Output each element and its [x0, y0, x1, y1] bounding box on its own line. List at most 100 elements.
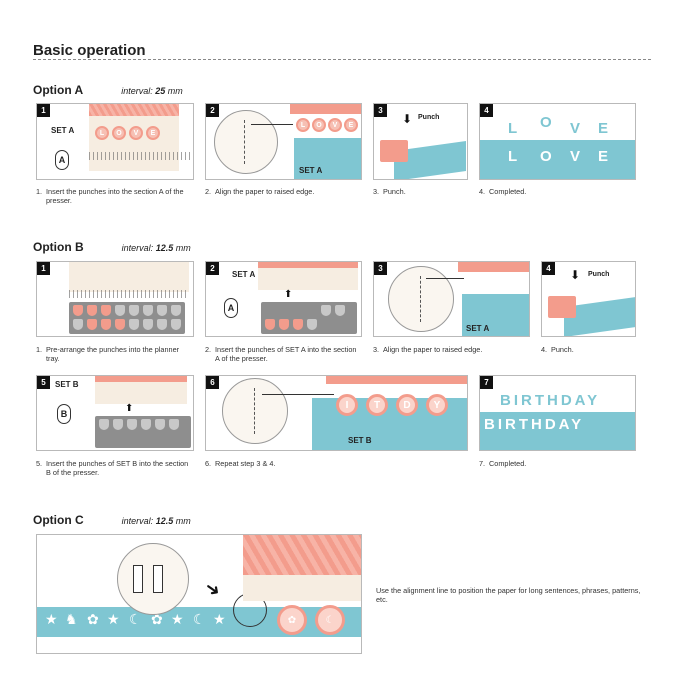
option-a-step-3-caption: 3.Punch.	[373, 187, 406, 196]
arrow	[262, 394, 334, 395]
option-c-heading: Option C interval: 12.5 mm	[33, 513, 191, 527]
option-a-heading: Option A interval: 25 mm	[33, 83, 183, 97]
hand-icon: A	[55, 150, 69, 170]
cat-cutout-icon: ♞	[65, 611, 78, 627]
hand-icon: A	[224, 298, 238, 318]
planner-tray	[69, 302, 185, 334]
set-label: SET A	[466, 324, 490, 333]
result-letter: L	[508, 148, 519, 165]
alignment-rect	[133, 565, 143, 593]
result-letter: E	[598, 120, 610, 137]
star-cutout-icon: ★	[171, 611, 184, 627]
title-divider	[33, 59, 651, 60]
paper-sheet	[294, 138, 361, 179]
punch-head: T	[366, 394, 388, 416]
hand-icon: B	[57, 404, 71, 424]
step-number: 7	[480, 376, 493, 389]
presser-top	[95, 376, 187, 382]
result-letter: V	[570, 120, 582, 137]
arrow	[251, 124, 293, 125]
step-number: 3	[374, 104, 387, 117]
option-b-step-6-caption: 6.Repeat step 3 & 4.	[205, 459, 276, 468]
option-b-step-1-illustration: 1	[36, 261, 194, 337]
presser-body	[258, 268, 358, 290]
moon-cutout-icon: ☾	[129, 611, 142, 627]
punch-head: I	[336, 394, 358, 416]
step-number: 2	[206, 104, 219, 117]
planner-tray	[95, 416, 191, 448]
option-c-illustration: ★ ♞ ✿ ★ ☾ ✿ ★ ☾ ★ ➜ ✿ ☾	[36, 534, 362, 654]
punch-head: D	[396, 394, 418, 416]
option-b-step-3-illustration: 3 SET A	[373, 261, 530, 337]
option-b-step-4-caption: 4.Punch.	[541, 345, 574, 354]
set-label: SET A	[51, 126, 75, 135]
option-b-step-5-caption: 5.Insert the punches of SET B into the s…	[36, 459, 189, 477]
planner-tray	[261, 302, 357, 334]
punch-head: L	[95, 126, 109, 140]
alignment-line	[254, 388, 255, 434]
presser-top	[258, 262, 358, 268]
moon-punch-icon: ☾	[315, 605, 345, 635]
alignment-rect	[153, 565, 163, 593]
page-title: Basic operation	[33, 42, 146, 59]
magnifier-circle	[214, 110, 278, 174]
set-label: SET B	[55, 380, 79, 389]
magnifier-circle	[222, 378, 288, 444]
option-c-interval: interval: 12.5 mm	[121, 516, 191, 526]
moon-cutout-icon: ☾	[193, 611, 206, 627]
option-b-step-1-caption: 1.Pre-arrange the punches into the plann…	[36, 345, 180, 363]
star-cutout-icon: ★	[45, 611, 58, 627]
result-letter: L	[508, 120, 519, 137]
down-arrow-icon: ⬇	[570, 268, 581, 282]
option-c-name: Option C	[33, 513, 84, 527]
option-b-step-2-illustration: 2 SET A A ⬆	[205, 261, 362, 337]
option-b-step-3-caption: 3.Align the paper to raised edge.	[373, 345, 483, 354]
alignment-line	[244, 120, 245, 164]
presser-top	[458, 262, 529, 272]
option-b-step-4-illustration: 4 Punch ⬇	[541, 261, 636, 337]
presser-body	[95, 382, 187, 404]
option-b-name: Option B	[33, 240, 84, 254]
result-word: BIRTHDAY	[500, 392, 601, 409]
option-a-step-2-caption: 2.Align the paper to raised edge.	[205, 187, 315, 196]
result-word: BIRTHDAY	[484, 416, 585, 433]
star-cutout-icon: ★	[107, 611, 120, 627]
option-b-step-6-illustration: 6 I T D Y SET B	[205, 375, 468, 451]
option-c-note: Use the alignment line to position the p…	[376, 586, 641, 604]
presser-top	[290, 104, 361, 114]
option-a-step-3-illustration: 3 Punch ⬇	[373, 103, 468, 180]
punch-head: E	[344, 118, 358, 132]
punch-head: Y	[426, 394, 448, 416]
punch-head: L	[296, 118, 310, 132]
alignment-line	[420, 276, 421, 322]
bow-cutout-icon: ✿	[151, 611, 163, 627]
punch-head: V	[129, 126, 143, 140]
paper-strip	[37, 607, 361, 637]
up-arrow-icon: ⬆	[125, 403, 134, 414]
result-letter: O	[540, 114, 553, 131]
punch-head: E	[146, 126, 160, 140]
result-letter: E	[598, 148, 610, 165]
option-b-step-5-illustration: 5 SET B B ⬆	[36, 375, 194, 451]
step-number: 2	[206, 262, 219, 275]
bow-cutout-icon: ✿	[87, 611, 99, 627]
paper-sheet	[480, 140, 635, 179]
presser-top	[326, 376, 467, 384]
option-b-interval: interval: 12.5 mm	[121, 243, 191, 253]
punch-label: Punch	[418, 114, 440, 121]
ruler	[69, 290, 189, 298]
option-b-step-7-caption: 7.Completed.	[479, 459, 527, 468]
step-number: 1	[37, 104, 50, 117]
set-label: SET A	[232, 270, 256, 279]
punch-head: O	[112, 126, 126, 140]
set-label: SET B	[348, 436, 372, 445]
option-a-step-1-illustration: 1 L O V E SET A A	[36, 103, 194, 180]
step-number: 3	[374, 262, 387, 275]
bow-punch-icon: ✿	[277, 605, 307, 635]
step-number: 1	[37, 262, 50, 275]
presser-device	[380, 140, 408, 162]
option-a-step-4-illustration: 4 L O V E L O V E	[479, 103, 636, 180]
down-arrow-icon: ⬇	[402, 112, 413, 126]
step-number: 4	[542, 262, 555, 275]
punch-head: V	[328, 118, 342, 132]
